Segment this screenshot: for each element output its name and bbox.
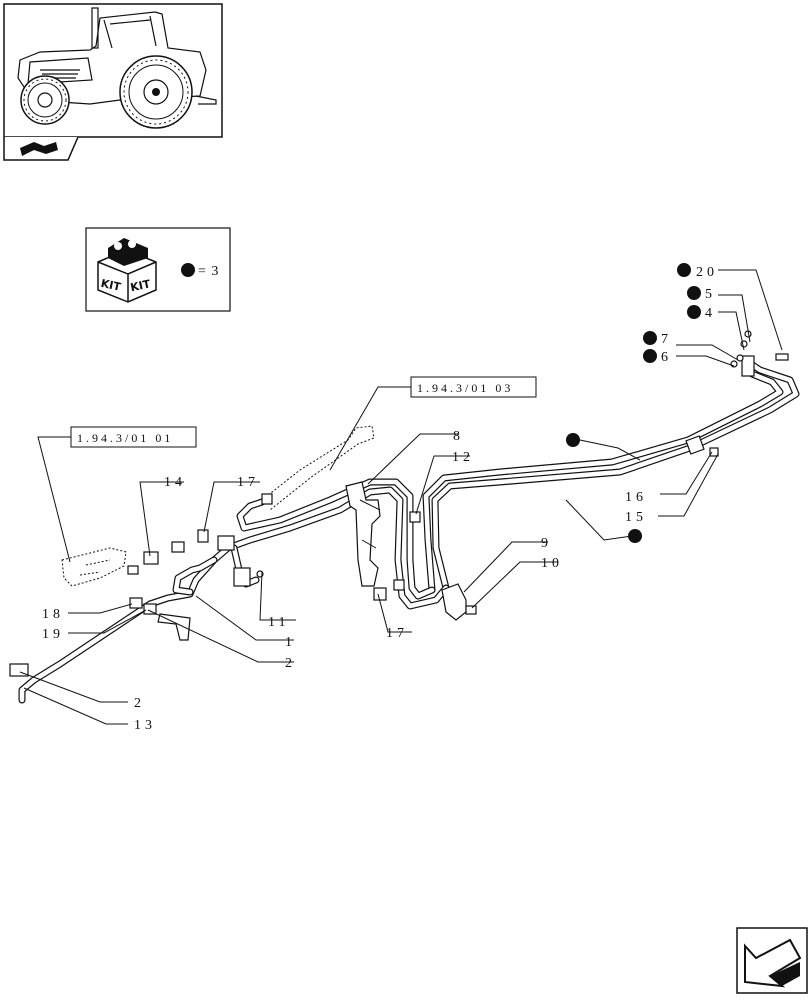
reference-box-2[interactable]: 1.94.3/01 01 [70,426,197,448]
kit-bullet-icon [643,349,657,363]
callout-17-bottom: 17 [386,626,408,641]
callout-17-top: 17 [237,475,259,490]
callout-13: 13 [134,718,156,733]
callout-12: 12 [452,450,474,465]
callout-8: 8 [453,429,464,444]
callout-9: 9 [541,536,552,551]
fittings [9,330,789,677]
kit-bullet-icon [628,529,642,543]
pipe-bracket [345,481,381,587]
dashed-pipe-reference [261,425,375,511]
callout-2-lower: 2 [134,696,145,711]
callout-5: 5 [705,287,716,302]
tractor-thumbnail [3,3,223,161]
callout-14: 14 [164,475,186,490]
dashed-fitting-reference [61,547,127,587]
kit-bullet-icon [566,433,580,447]
tractor-section-icon [20,142,58,156]
callout-4: 4 [705,306,716,321]
reference-box-1[interactable]: 1.94.3/01 03 [410,376,537,398]
kit-bullet-icon [181,263,195,277]
pipe-clamp [441,583,467,621]
kit-label-right: KIT [129,277,152,294]
leader-lines [19,269,783,725]
callout-1: 1 [285,635,296,650]
callout-16: 16 [625,490,647,505]
kit-bullet-icon [677,263,691,277]
kit-bullet-icon [687,305,701,319]
kit-bullet-icon [687,286,701,300]
kit-label-left: KIT [100,277,123,294]
callout-10: 10 [541,556,563,571]
callout-2-upper: 2 [285,656,296,671]
kit-box-icon: KIT KIT [97,238,157,303]
kit-legend-text: = 3 [198,264,219,279]
callout-20: 20 [696,265,718,280]
callout-labels: 20 5 4 7 6 8 12 14 17 16 15 9 10 11 1 2 … [42,265,718,733]
next-page-arrow-icon[interactable] [736,927,808,994]
reference-label: 1.94.3/01 01 [77,431,173,445]
reference-label: 1.94.3/01 03 [417,381,513,395]
callout-6: 6 [661,350,672,365]
kit-bullet-icon [643,331,657,345]
callout-15: 15 [625,510,647,525]
callout-7: 7 [661,332,672,347]
callout-18: 18 [42,607,64,622]
kit-bullets [566,263,701,543]
callout-19: 19 [42,627,64,642]
callout-11: 11 [268,615,289,630]
kit-legend-box: KIT KIT = 3 [85,227,231,312]
main-pipe-assembly [18,358,800,704]
